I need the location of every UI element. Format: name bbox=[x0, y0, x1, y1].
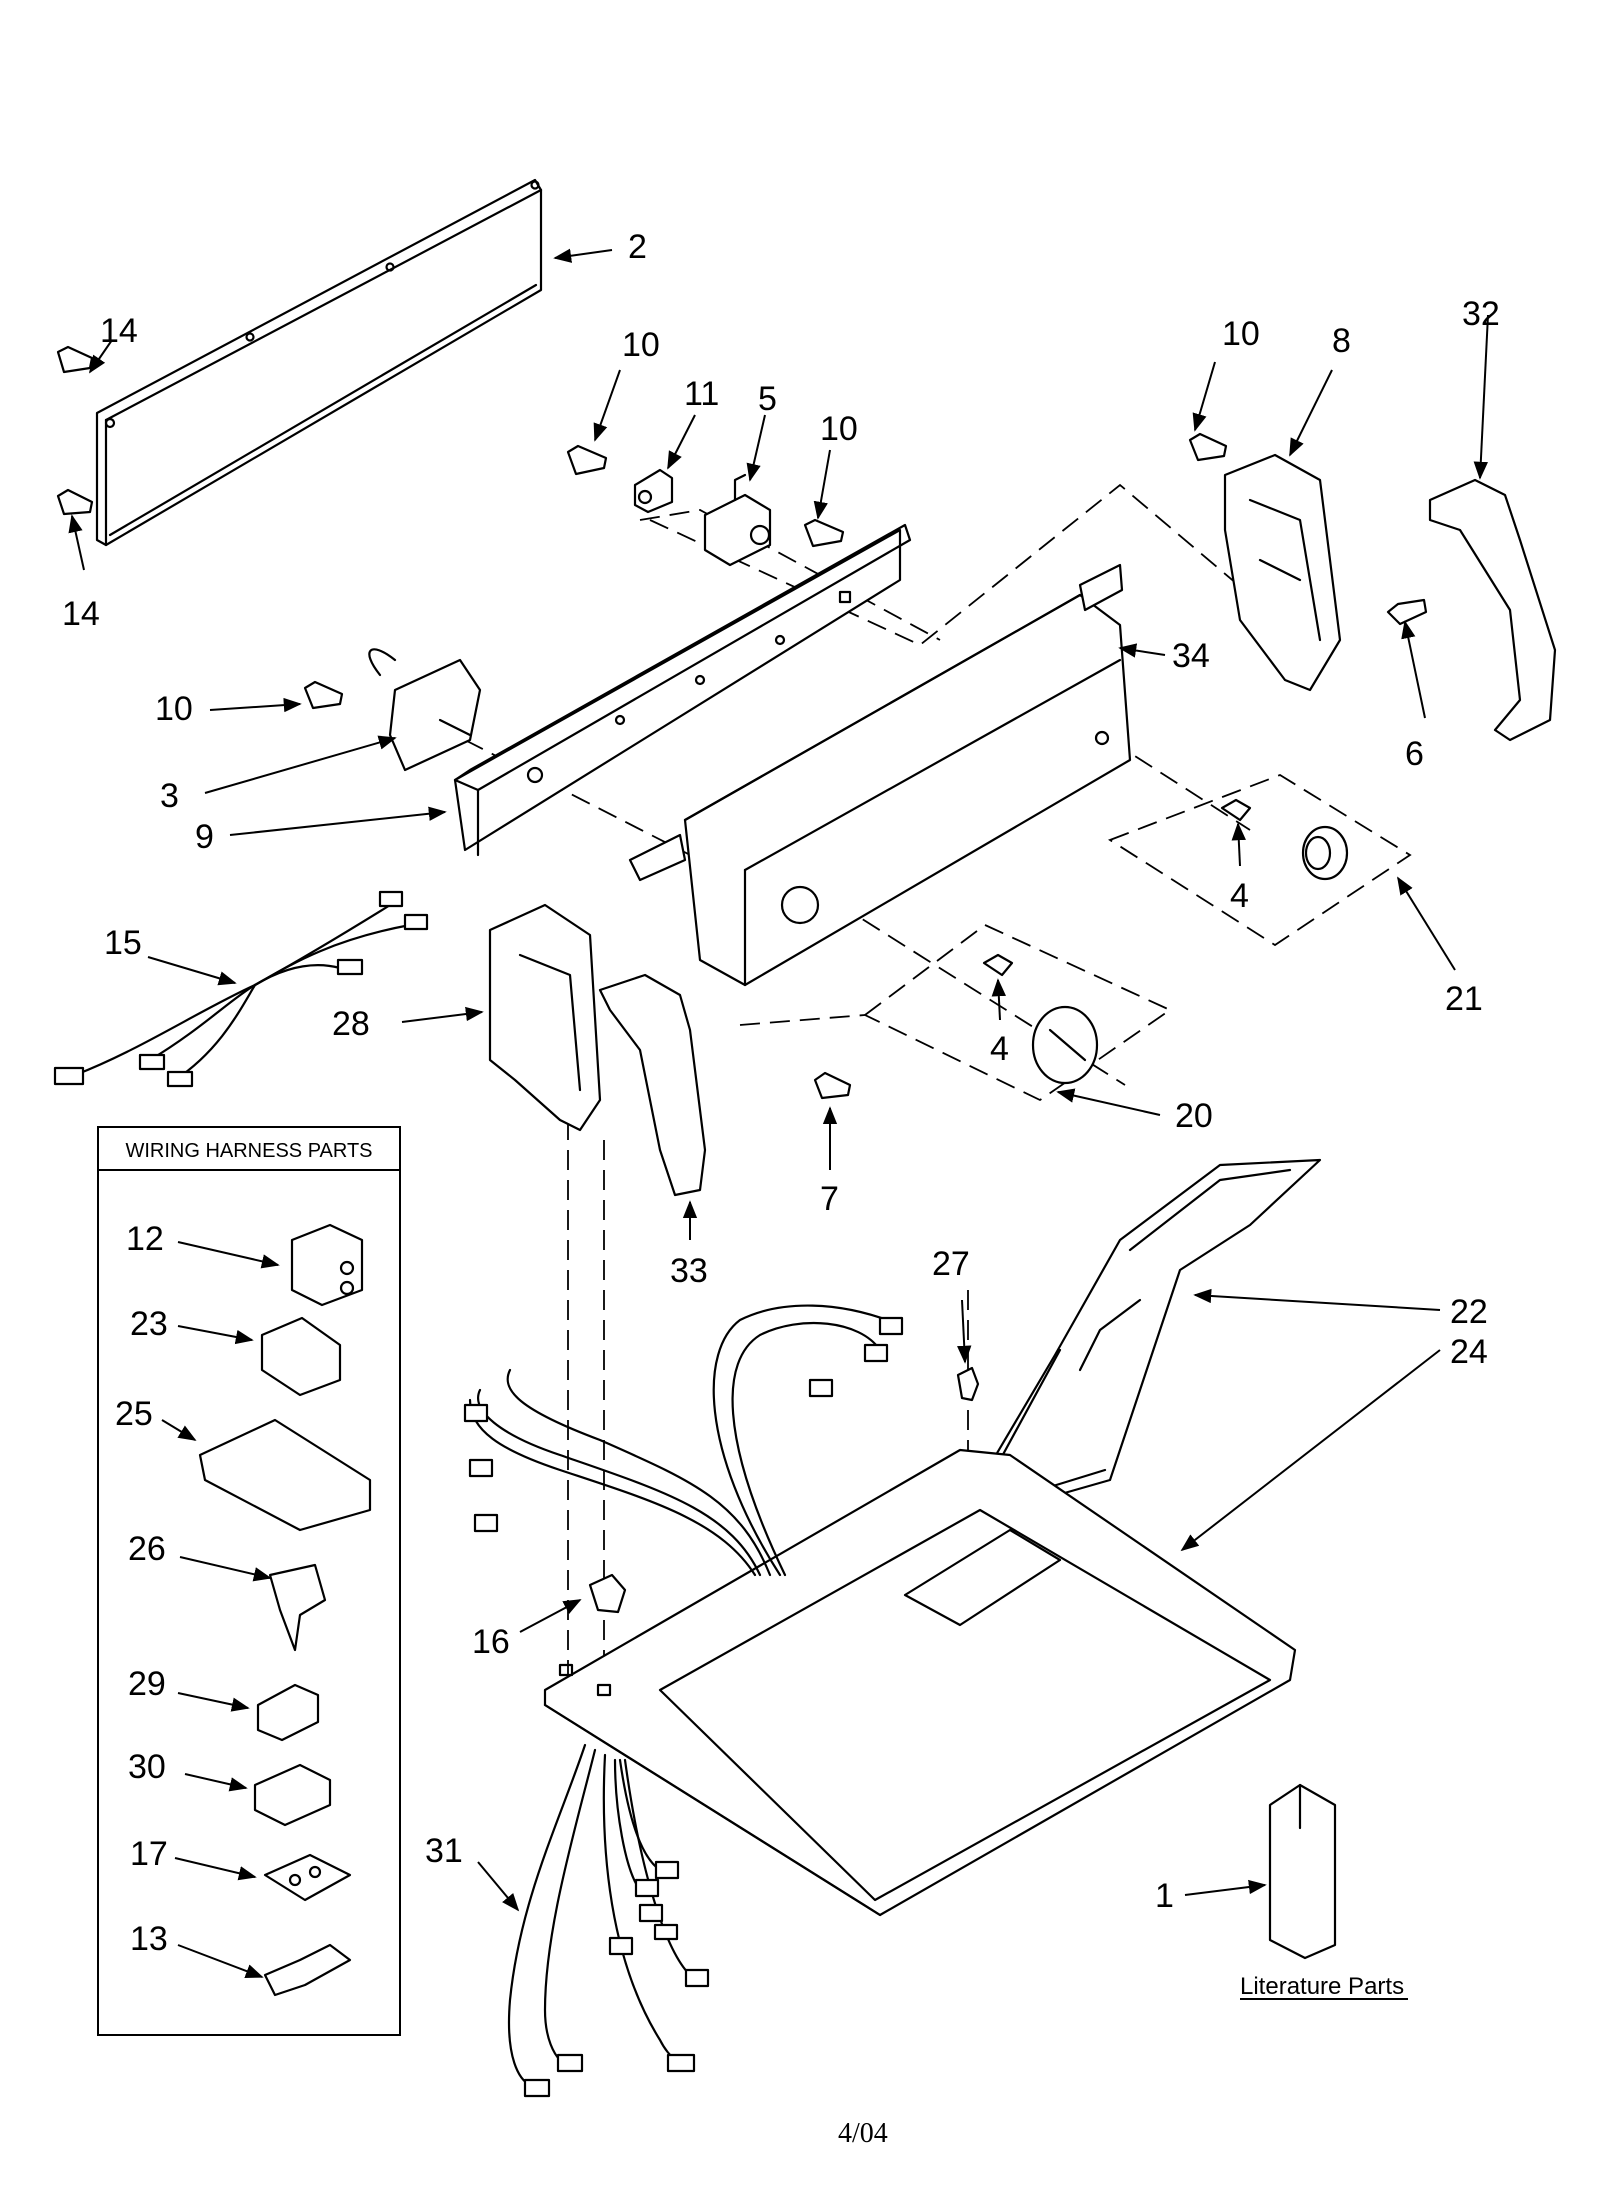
callout-20: 20 bbox=[1175, 1097, 1213, 1135]
connector-part-30 bbox=[253, 1763, 332, 1827]
callout-23: 23 bbox=[130, 1305, 168, 1343]
connector-part-12 bbox=[290, 1223, 364, 1307]
terminal-part-13 bbox=[263, 1943, 352, 1997]
callout-labels: 2 14 14 10 11 5 10 10 8 32 34 10 3 9 6 1… bbox=[62, 228, 1500, 1958]
connector-part-29 bbox=[256, 1683, 320, 1742]
knob-part-21 bbox=[1301, 825, 1349, 881]
callout-30: 30 bbox=[128, 1748, 166, 1786]
console-panel-part-34 bbox=[628, 563, 1132, 987]
end-cap-part-8 bbox=[1223, 453, 1342, 692]
connector-part-25 bbox=[198, 1418, 372, 1532]
literature-part-1 bbox=[1268, 1783, 1337, 1960]
callout-3: 3 bbox=[160, 777, 179, 815]
screw-part-27 bbox=[956, 1366, 980, 1402]
callout-15: 15 bbox=[104, 924, 142, 962]
callout-10-c: 10 bbox=[1222, 315, 1260, 353]
wire-bundle-top bbox=[463, 1304, 904, 1577]
callout-17: 17 bbox=[130, 1835, 168, 1873]
callout-10-b: 10 bbox=[820, 410, 858, 448]
screw-part-10-a bbox=[566, 444, 608, 476]
callout-leaders bbox=[68, 248, 1489, 1978]
screw-part-14-bottom bbox=[56, 488, 94, 516]
callout-7: 7 bbox=[820, 1180, 839, 1218]
callout-4-a: 4 bbox=[1230, 877, 1249, 915]
callout-6: 6 bbox=[1405, 735, 1424, 773]
screw-part-7 bbox=[813, 1071, 852, 1100]
callout-29: 29 bbox=[128, 1665, 166, 1703]
callout-14-top: 14 bbox=[100, 312, 138, 350]
callout-10-d: 10 bbox=[155, 690, 193, 728]
end-cap-part-32 bbox=[1428, 478, 1557, 742]
callout-32: 32 bbox=[1462, 295, 1500, 333]
callout-22: 22 bbox=[1450, 1293, 1488, 1331]
grommet-part-16 bbox=[588, 1573, 627, 1614]
callout-11: 11 bbox=[684, 375, 719, 413]
console-bracket-part-9 bbox=[453, 523, 912, 857]
duct-part-22 bbox=[988, 1158, 1322, 1502]
callout-28: 28 bbox=[332, 1005, 370, 1043]
footer-date: 4/04 bbox=[838, 2118, 888, 2149]
callout-5: 5 bbox=[758, 380, 777, 418]
clip-part-4-b bbox=[982, 953, 1014, 977]
rear-panel-part-2 bbox=[95, 178, 543, 547]
callout-24: 24 bbox=[1450, 1333, 1488, 1371]
callout-31: 31 bbox=[425, 1832, 463, 1870]
end-cap-part-28 bbox=[488, 903, 602, 1132]
clip-part-4-a bbox=[1220, 798, 1252, 822]
callout-9: 9 bbox=[195, 818, 214, 856]
wiring-box-title: WIRING HARNESS PARTS bbox=[125, 1140, 372, 1162]
callout-14-bottom: 14 bbox=[62, 595, 100, 633]
timer-part-3 bbox=[368, 648, 482, 772]
connector-part-17 bbox=[263, 1853, 352, 1902]
callout-1: 1 bbox=[1155, 1877, 1174, 1915]
callout-25: 25 bbox=[115, 1395, 153, 1433]
wiring-harness-parts-box: WIRING HARNESS PARTS bbox=[97, 1126, 401, 2036]
wire-harness-part-15 bbox=[53, 890, 429, 1088]
knob-kit-20-outline bbox=[863, 923, 1172, 1102]
callout-10-a: 10 bbox=[622, 326, 660, 364]
screw-part-10-c bbox=[1188, 432, 1228, 462]
callout-33: 33 bbox=[670, 1252, 708, 1290]
switch-part-5 bbox=[703, 473, 772, 567]
clip-part-11 bbox=[633, 468, 674, 514]
wire-harness-part-31 bbox=[507, 1743, 710, 2098]
callout-4-b: 4 bbox=[990, 1030, 1009, 1068]
callout-34: 34 bbox=[1172, 637, 1210, 675]
screw-part-14-top bbox=[56, 345, 94, 374]
callout-16: 16 bbox=[472, 1623, 510, 1661]
screw-part-10-b bbox=[803, 518, 845, 548]
callout-21: 21 bbox=[1445, 980, 1483, 1018]
callout-26: 26 bbox=[128, 1530, 166, 1568]
connector-part-23 bbox=[260, 1316, 342, 1397]
screw-part-10-d bbox=[303, 680, 344, 710]
knob-kit-21-outline bbox=[1108, 774, 1412, 947]
callout-12: 12 bbox=[126, 1220, 164, 1258]
callout-13: 13 bbox=[130, 1920, 168, 1958]
callout-27: 27 bbox=[932, 1245, 970, 1283]
clip-part-26 bbox=[268, 1563, 327, 1652]
literature-label: Literature Parts bbox=[1240, 1973, 1404, 2000]
knob-part-20 bbox=[1031, 1005, 1099, 1085]
top-cover-part-24 bbox=[543, 1448, 1297, 1917]
callout-2: 2 bbox=[628, 228, 647, 266]
callout-8: 8 bbox=[1332, 322, 1351, 360]
screw-part-6 bbox=[1386, 598, 1428, 626]
end-cap-part-33 bbox=[598, 973, 707, 1197]
